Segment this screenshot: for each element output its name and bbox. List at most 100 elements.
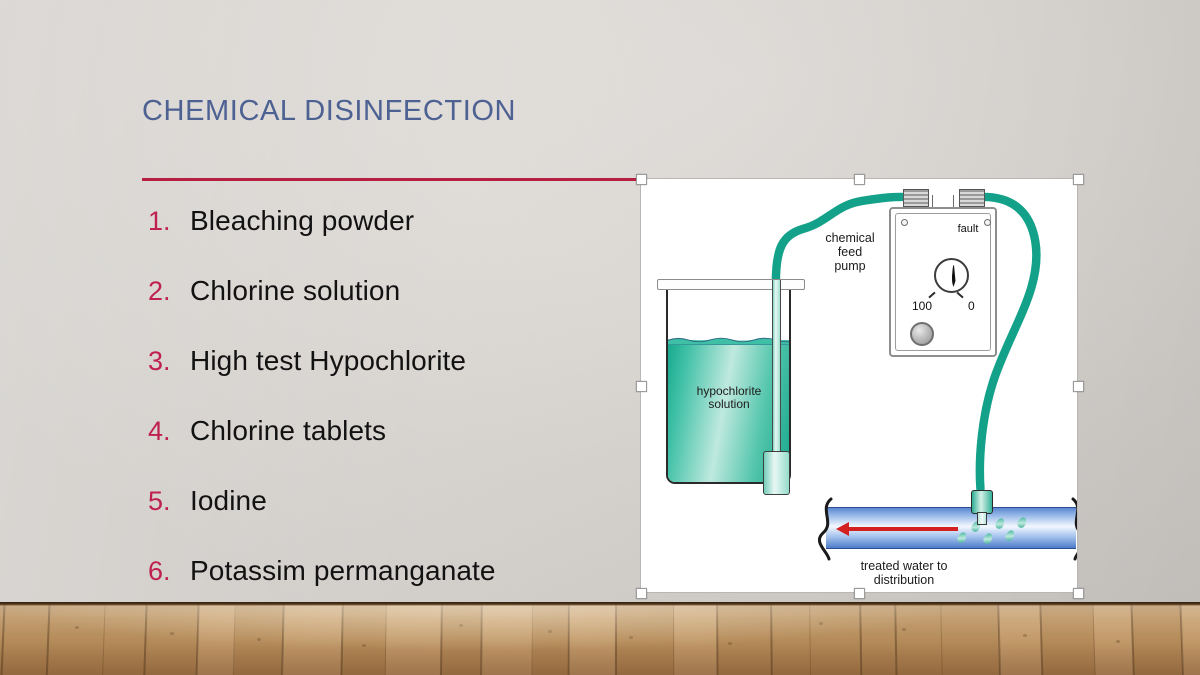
floor-plank [771,602,811,675]
list-item: 5. Iodine [148,485,648,555]
floor-knot [819,622,823,625]
floor-plank [143,602,199,675]
floor-plank [385,602,442,675]
floor-knot [257,638,261,641]
list-item-label: Chlorine solution [190,275,401,306]
suction-tube [772,280,781,465]
floor-plank [0,602,50,675]
floor-plank [998,602,1043,675]
dial-label-max: 100 [912,299,933,313]
list-item-label: High test Hypochlorite [190,345,467,376]
floor-plank [895,602,943,675]
fault-label: fault [957,223,979,235]
floor-knot [362,644,366,647]
floor-knot [170,632,174,635]
list-item-number: 5. [148,486,171,516]
floor-knot [728,642,732,645]
floor-knot [459,624,463,627]
floor-knot [1023,634,1027,637]
floor-plank [860,602,897,675]
list-item-label: Bleaching powder [190,205,415,236]
floor-plank [1040,602,1096,675]
floor-knot [902,628,906,631]
resize-handle-top-center[interactable] [854,174,865,185]
list-item: 3. High test Hypochlorite [148,345,648,415]
floor-plank [532,602,569,675]
floor-knot [75,626,79,629]
chemical-feed-pump-unit: fault 100 0 [889,207,997,357]
floor-plank [341,602,387,675]
rate-dial [934,258,969,293]
list-item-label: Potassim permanganate [190,555,496,586]
floor-plank [440,602,482,675]
floor-base [0,602,1200,675]
list-item-label: Iodine [190,485,267,516]
wooden-floor [0,602,1200,675]
resize-handle-middle-left[interactable] [636,381,647,392]
list-item: 1. Bleaching powder [148,205,648,275]
dial-tick-min [956,291,964,299]
pipe-break-left-icon [817,497,833,561]
resize-handle-middle-right[interactable] [1073,381,1084,392]
floor-plank [196,602,236,675]
injection-nozzle-tip [977,512,987,525]
list-item-number: 4. [148,416,171,446]
pipe-label: treated water to distribution [860,559,948,587]
tube-fitting-left [903,189,929,207]
pump-power-button[interactable] [910,322,934,346]
floor-plank [717,602,772,675]
resize-handle-bottom-right[interactable] [1073,588,1084,599]
droplet [955,530,969,545]
list-item: 4. Chlorine tablets [148,415,648,485]
pump-panel: fault 100 0 [895,213,991,351]
list-item-label: Chlorine tablets [190,415,387,446]
floor-plank [1093,602,1135,675]
title-divider [142,178,640,181]
list-item-number: 1. [148,206,171,236]
droplet [1003,528,1017,543]
list-item-number: 3. [148,346,171,376]
floor-plank [102,602,147,675]
flow-direction-arrow [836,522,958,536]
dial-label-min: 0 [968,299,975,313]
treated-water-pipe [826,507,1076,549]
floor-knot [629,636,633,639]
resize-handle-top-right[interactable] [1073,174,1084,185]
floor-plank [674,602,718,675]
dial-needle [951,265,956,287]
pipe-break-right-icon [1071,497,1077,561]
diagram-image[interactable]: hypochlorite solution fault 100 0 [640,178,1078,593]
droplet [1015,515,1029,530]
droplet [993,516,1007,531]
injection-nozzle [971,490,993,514]
floor-plank [810,602,862,675]
diagram-canvas: hypochlorite solution fault 100 0 [641,179,1077,592]
indicator-led-left [901,219,908,226]
list-item: 2. Chlorine solution [148,275,648,345]
floor-plank [568,602,616,675]
resize-handle-bottom-left[interactable] [636,588,647,599]
floor-plank [615,602,674,675]
bullet-list: 1. Bleaching powder 2. Chlorine solution… [148,205,648,625]
droplet [981,531,995,546]
page-title: CHEMICAL DISINFECTION [142,95,517,127]
floor-wall-shadow [0,602,1200,606]
resize-handle-bottom-center[interactable] [854,588,865,599]
dial-tick-max [928,291,936,299]
floor-plank [46,602,106,675]
resize-handle-top-left[interactable] [636,174,647,185]
floor-plank [281,602,343,675]
list-item: 6. Potassim permanganate [148,555,648,625]
floor-plank [941,602,1001,675]
list-item-number: 6. [148,556,171,586]
floor-plank [1180,602,1200,675]
pump-label: chemical feed pump [825,231,875,273]
floor-plank [1131,602,1184,675]
tank-lid [657,279,805,290]
foot-valve-strainer [763,451,790,495]
floor-knot [548,630,552,633]
floor-plank [481,602,533,675]
indicator-led-fault [984,219,991,226]
floor-knot [1116,640,1120,643]
